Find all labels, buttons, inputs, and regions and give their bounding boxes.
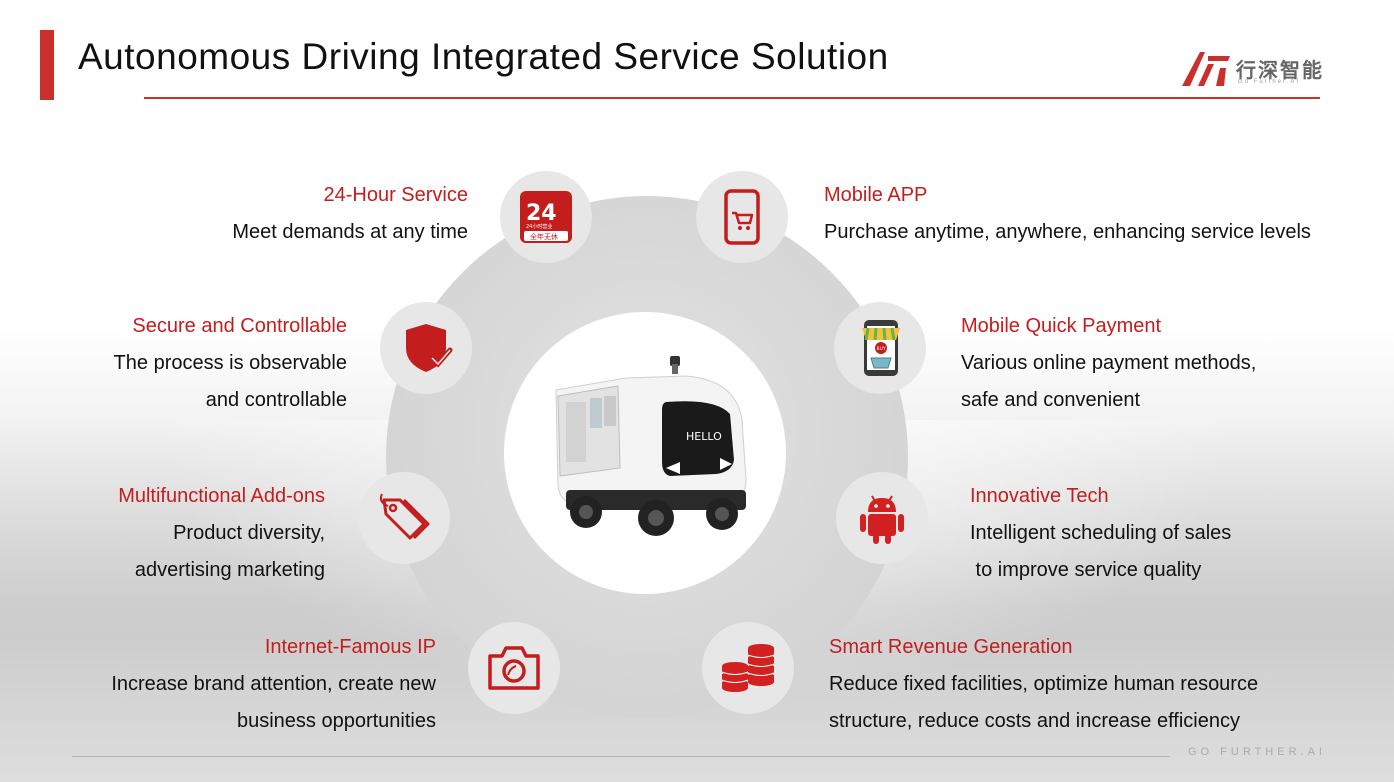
- feature-tech-line-1: Intelligent scheduling of sales: [970, 522, 1232, 544]
- feature-mobile-app-line-1: Purchase anytime, anywhere, enhancing se…: [824, 221, 1311, 243]
- svg-text:BUY: BUY: [877, 346, 886, 352]
- icon-circle-secure: [380, 302, 472, 394]
- icon-circle-addons: [358, 472, 450, 564]
- feature-ip-line-1: Increase brand attention, create new: [111, 673, 436, 695]
- feature-payment-line-1: Various online payment methods,: [961, 352, 1257, 374]
- android-robot-icon: [860, 495, 904, 544]
- icon-circle-payment: BUY: [834, 302, 926, 394]
- footer-divider: [72, 756, 1170, 757]
- feature-24-hour-line-1: Meet demands at any time: [232, 221, 468, 243]
- feature-payment-line-2: safe and convenient: [961, 389, 1141, 411]
- logo-english-text: Go Further.AI: [1238, 79, 1301, 85]
- company-logo: 行深智能 Go Further.AI: [1178, 48, 1322, 88]
- autonomous-vehicle-image: HELLO: [555, 356, 747, 536]
- feature-addons-line-2: advertising marketing: [134, 559, 325, 581]
- feature-ip-line-2: business opportunities: [236, 710, 436, 732]
- svg-text:24小时营业: 24小时营业: [526, 223, 552, 230]
- shield-check-icon: [406, 324, 453, 372]
- title-accent-bar: [40, 30, 54, 100]
- feature-24-hour-title: 24-Hour Service: [323, 184, 468, 206]
- feature-revenue-title: Smart Revenue Generation: [829, 636, 1073, 658]
- coin-stacks-icon: [721, 644, 775, 692]
- price-tags-icon: [379, 493, 430, 540]
- icon-circle-mobile-app: [696, 171, 788, 263]
- feature-tech-line-2: to improve service quality: [970, 559, 1202, 581]
- svg-text:24: 24: [526, 201, 557, 226]
- feature-revenue-line-1: Reduce fixed facilities, optimize human …: [829, 673, 1259, 695]
- page-title: Autonomous Driving Integrated Service So…: [78, 36, 889, 77]
- title-underline: [144, 97, 1320, 99]
- feature-revenue-line-2: structure, reduce costs and increase eff…: [829, 710, 1240, 732]
- feature-secure-line-1: The process is observable: [113, 352, 347, 374]
- feature-secure-line-2: and controllable: [205, 389, 347, 411]
- icon-circle-ip: [468, 622, 560, 714]
- phone-shop-icon: BUY: [862, 320, 900, 376]
- phone-cart-icon: [724, 189, 760, 245]
- icon-circle-tech: [836, 472, 928, 564]
- svg-text:全年无休: 全年无休: [530, 232, 558, 241]
- 24-hour-badge-icon: 24 24小时营业 全年无休: [520, 191, 572, 243]
- feature-mobile-app-title: Mobile APP: [824, 184, 928, 206]
- icon-circle-revenue: [702, 622, 794, 714]
- footer-tagline: GO FURTHER.AI: [1188, 746, 1326, 758]
- camera-icon: [488, 646, 540, 690]
- feature-tech-title: Innovative Tech: [970, 485, 1109, 507]
- feature-payment-title: Mobile Quick Payment: [961, 315, 1162, 337]
- feature-secure-title: Secure and Controllable: [132, 315, 347, 337]
- logo-chinese-text: 行深智能: [1236, 60, 1324, 82]
- feature-addons-line-1: Product diversity,: [173, 522, 325, 544]
- feature-addons-title: Multifunctional Add-ons: [118, 485, 325, 507]
- feature-ip-title: Internet-Famous IP: [264, 636, 436, 658]
- logo-mark-icon: [1182, 52, 1230, 86]
- icon-circle-24-hour: 24 24小时营业 全年无休: [500, 171, 592, 263]
- vehicle-screen-text: HELLO: [686, 430, 722, 443]
